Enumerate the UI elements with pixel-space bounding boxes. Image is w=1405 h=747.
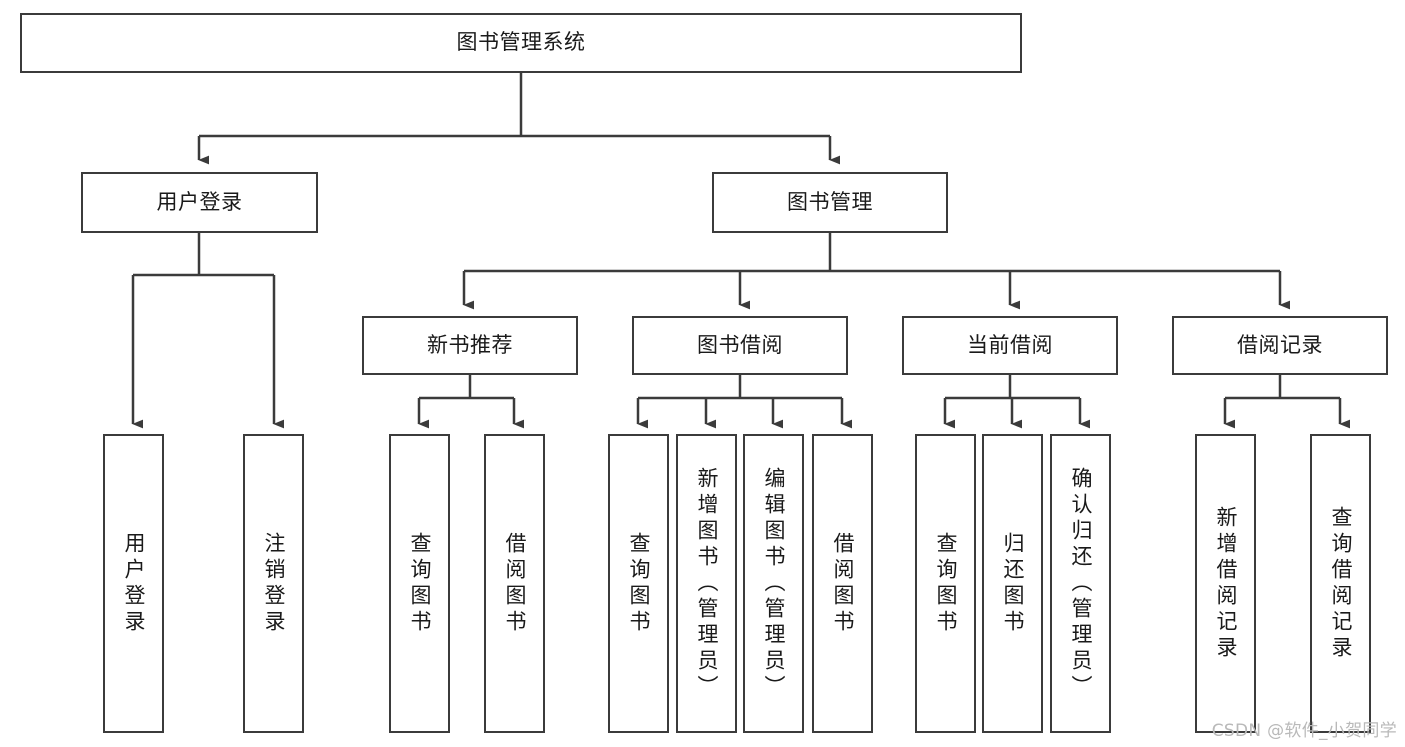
node-leaf-user-login[interactable]: 用户登录 bbox=[103, 434, 164, 733]
node-leaf-edit-book[interactable]: 编辑图书（管理员） bbox=[743, 434, 804, 733]
node-leaf-borrow-book-2[interactable]: 借阅图书 bbox=[812, 434, 873, 733]
csdn-watermark: CSDN @软件_小贺同学 bbox=[1211, 721, 1397, 741]
node-leaf-query-book-2-label: 查询图书 bbox=[627, 531, 651, 636]
node-leaf-add-record[interactable]: 新增借阅记录 bbox=[1195, 434, 1256, 733]
node-borrow-record[interactable]: 借阅记录 bbox=[1172, 316, 1388, 375]
node-leaf-query-record[interactable]: 查询借阅记录 bbox=[1310, 434, 1371, 733]
node-leaf-add-book-label: 新增图书（管理员） bbox=[695, 466, 719, 701]
node-user-login[interactable]: 用户登录 bbox=[81, 172, 318, 233]
node-new-book-recommend[interactable]: 新书推荐 bbox=[362, 316, 578, 375]
node-leaf-query-book-1-label: 查询图书 bbox=[408, 531, 432, 636]
node-leaf-user-logout[interactable]: 注销登录 bbox=[243, 434, 304, 733]
node-book-manage-label: 图书管理 bbox=[787, 189, 873, 214]
node-leaf-query-book-2[interactable]: 查询图书 bbox=[608, 434, 669, 733]
node-book-borrow[interactable]: 图书借阅 bbox=[632, 316, 848, 375]
node-leaf-add-book[interactable]: 新增图书（管理员） bbox=[676, 434, 737, 733]
node-user-login-label: 用户登录 bbox=[156, 189, 243, 214]
node-leaf-add-record-label: 新增借阅记录 bbox=[1214, 505, 1238, 662]
node-leaf-return-book[interactable]: 归还图书 bbox=[982, 434, 1043, 733]
node-leaf-confirm-return-label: 确认归还（管理员） bbox=[1069, 466, 1093, 701]
node-leaf-borrow-book-1-label: 借阅图书 bbox=[503, 531, 527, 636]
node-leaf-user-login-label: 用户登录 bbox=[122, 531, 146, 636]
node-current-borrow-label: 当前借阅 bbox=[967, 332, 1053, 357]
node-borrow-record-label: 借阅记录 bbox=[1237, 332, 1323, 357]
node-new-book-recommend-label: 新书推荐 bbox=[427, 332, 513, 357]
node-leaf-query-book-1[interactable]: 查询图书 bbox=[389, 434, 450, 733]
node-leaf-query-book-3-label: 查询图书 bbox=[934, 531, 958, 636]
node-leaf-user-logout-label: 注销登录 bbox=[262, 531, 286, 636]
node-leaf-edit-book-label: 编辑图书（管理员） bbox=[762, 466, 786, 701]
node-book-borrow-label: 图书借阅 bbox=[697, 332, 783, 357]
node-root-label: 图书管理系统 bbox=[456, 30, 586, 55]
node-current-borrow[interactable]: 当前借阅 bbox=[902, 316, 1118, 375]
node-book-manage[interactable]: 图书管理 bbox=[712, 172, 948, 233]
node-root[interactable]: 图书管理系统 bbox=[20, 13, 1022, 73]
node-leaf-confirm-return[interactable]: 确认归还（管理员） bbox=[1050, 434, 1111, 733]
node-leaf-borrow-book-1[interactable]: 借阅图书 bbox=[484, 434, 545, 733]
node-leaf-query-book-3[interactable]: 查询图书 bbox=[915, 434, 976, 733]
node-leaf-borrow-book-2-label: 借阅图书 bbox=[831, 531, 855, 636]
node-leaf-query-record-label: 查询借阅记录 bbox=[1329, 505, 1353, 662]
node-leaf-return-book-label: 归还图书 bbox=[1001, 531, 1025, 636]
